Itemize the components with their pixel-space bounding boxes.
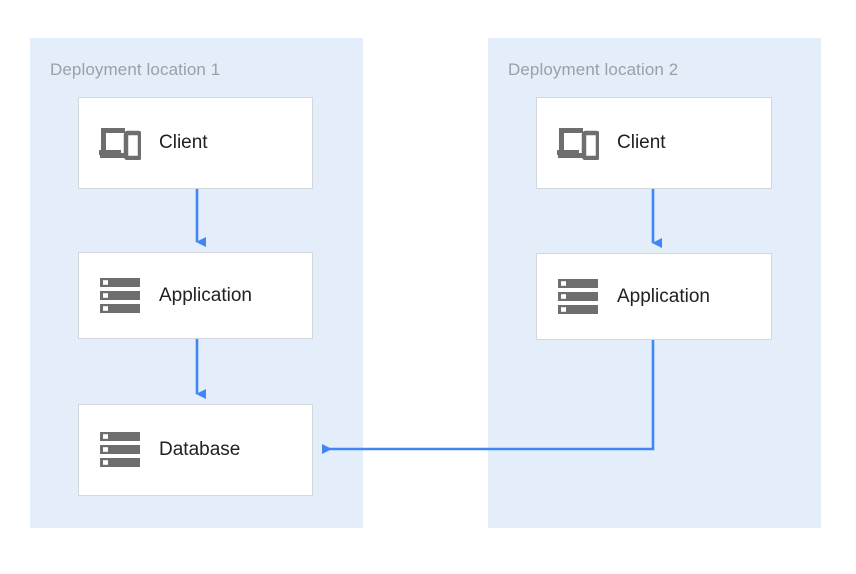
node-application-1[interactable]: Application: [78, 252, 313, 339]
node-client-1[interactable]: Client: [78, 97, 313, 189]
node-application-2[interactable]: Application: [536, 253, 772, 340]
deployment-zone-2-label: Deployment location 2: [508, 60, 679, 79]
devices-icon: [97, 120, 143, 166]
node-application-2-label: Application: [617, 285, 710, 307]
server-icon: [97, 273, 143, 319]
node-client-1-label: Client: [159, 132, 208, 153]
devices-icon: [555, 120, 601, 166]
node-client-2-label: Client: [617, 132, 666, 153]
node-client-2[interactable]: Client: [536, 97, 772, 189]
node-database-1-label: Database: [159, 439, 241, 460]
node-application-1-label: Application: [159, 284, 252, 306]
server-icon: [97, 427, 143, 473]
server-icon: [555, 274, 601, 320]
deployment-zone-1-label: Deployment location 1: [50, 60, 221, 79]
node-database-1[interactable]: Database: [78, 404, 313, 496]
